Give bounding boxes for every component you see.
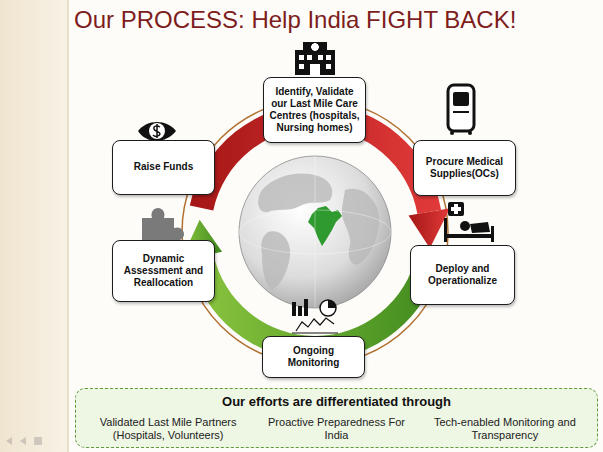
- band-row: Validated Last Mile Partners (Hospitals,…: [84, 416, 589, 443]
- red-cycle-arrow-head: [409, 208, 450, 248]
- patient-bed-icon: [444, 202, 494, 242]
- step-label: Raise Funds: [134, 161, 193, 173]
- globe: [239, 156, 391, 308]
- step-label: Procure Medical Supplies(OCs): [419, 156, 510, 180]
- step-label: Identify, Validate our Last Mile Care Ce…: [269, 86, 360, 135]
- differentiators-band: Our efforts are differentiated throughVa…: [75, 388, 598, 449]
- process-box: Identify, Validate our Last Mile Care Ce…: [263, 77, 366, 143]
- nav-icons: [6, 437, 42, 445]
- slide-title: Our PROCESS: Help India FIGHT BACK!: [74, 6, 516, 34]
- process-box: Raise Funds: [112, 140, 215, 195]
- differentiator-item: Tech-enabled Monitoring and Transparency: [421, 416, 589, 443]
- band-heading: Our efforts are differentiated through: [222, 394, 451, 410]
- side-rule: [68, 0, 69, 452]
- hospital-icon: [295, 42, 335, 75]
- india-shape: [308, 206, 342, 246]
- money-eye-icon: [138, 122, 176, 141]
- oxygen-concentrator-icon: [448, 85, 474, 135]
- step-label: Deploy and Operationalize: [416, 263, 509, 287]
- side-strip: [0, 0, 68, 452]
- process-box: Deploy and Operationalize: [410, 245, 515, 305]
- process-box: Dynamic Assessment and Reallocation: [112, 240, 215, 302]
- step-label: Ongoing Monitoring: [268, 345, 359, 369]
- differentiator-item: Proactive Preparedness For India: [252, 416, 420, 443]
- differentiator-item: Validated Last Mile Partners (Hospitals,…: [84, 416, 252, 443]
- step-label: Dynamic Assessment and Reallocation: [118, 253, 209, 290]
- process-box: Procure Medical Supplies(OCs): [413, 140, 516, 196]
- monitoring-chart-icon: [292, 299, 338, 333]
- process-box: Ongoing Monitoring: [262, 336, 365, 378]
